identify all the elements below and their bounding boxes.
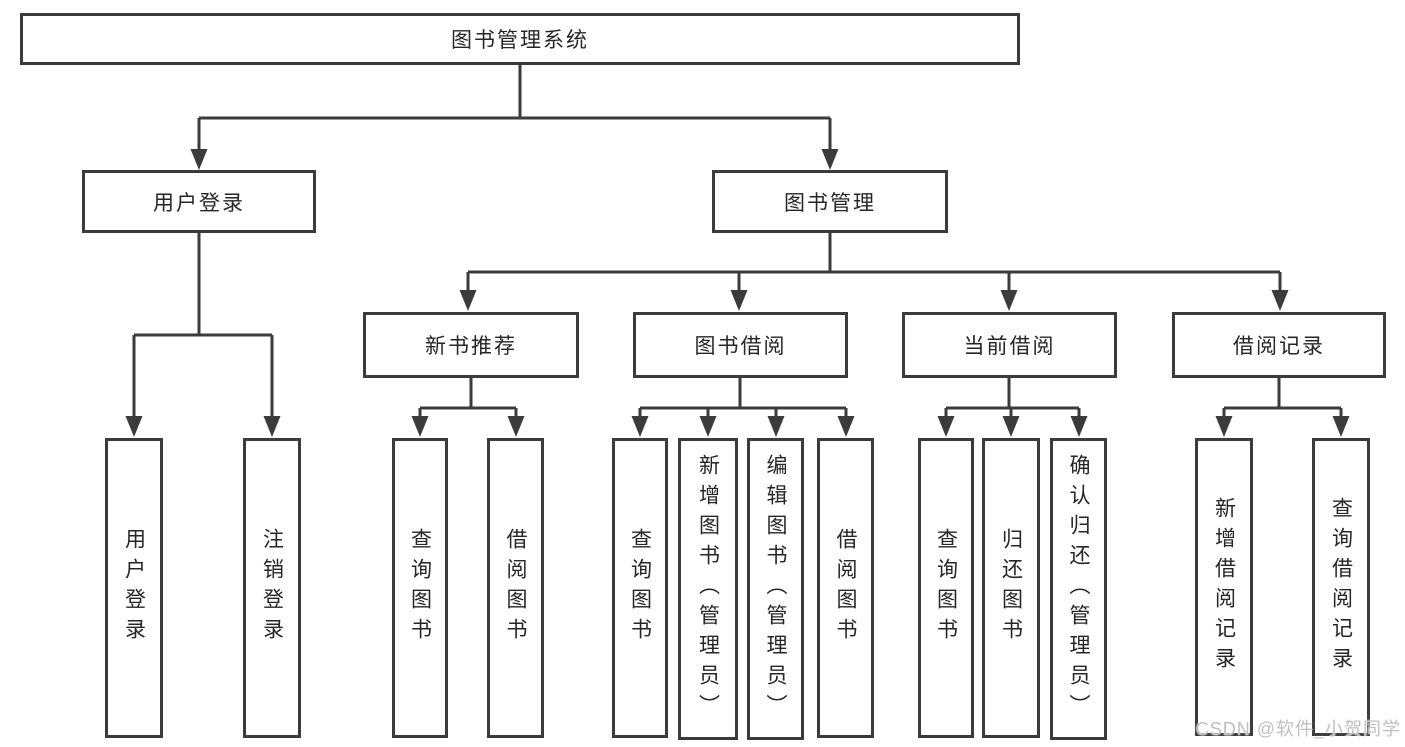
node-leaf-user-login: 用户登录 <box>105 438 163 738</box>
node-new-book-recommend: 新书推荐 <box>363 312 579 378</box>
node-leaf-query-book-3: 查询图书 <box>918 438 974 738</box>
node-leaf-borrow-book-2: 借阅图书 <box>817 438 874 738</box>
node-book-management: 图书管理 <box>712 170 948 233</box>
node-leaf-add-borrow-record: 新增借阅记录 <box>1195 438 1253 736</box>
node-label: 图书管理 <box>784 191 876 215</box>
node-library-system: 图书管理系统 <box>20 13 1020 65</box>
node-label: 查询图书 <box>934 528 958 648</box>
node-label: 图书借阅 <box>694 335 787 358</box>
node-label: 新增图书（管理员） <box>696 454 720 724</box>
node-label: 查询图书 <box>408 528 432 648</box>
node-leaf-confirm-return-admin: 确认归还（管理员） <box>1050 438 1107 740</box>
node-label: 借阅图书 <box>504 528 527 648</box>
node-label: 新增借阅记录 <box>1212 497 1236 677</box>
node-label: 注销登录 <box>260 528 284 648</box>
node-leaf-add-book-admin: 新增图书（管理员） <box>678 438 738 740</box>
csdn-watermark: CSDN @软件_小贺同学 <box>1195 719 1401 739</box>
node-label: 编辑图书（管理员） <box>764 454 787 724</box>
node-label: 借阅记录 <box>1233 335 1325 358</box>
node-label: 查询图书 <box>628 528 652 648</box>
node-book-borrow: 图书借阅 <box>633 312 848 378</box>
node-label: 图书管理系统 <box>451 29 589 52</box>
node-borrow-record: 借阅记录 <box>1172 312 1386 378</box>
node-label: 用户登录 <box>122 528 146 648</box>
node-leaf-query-book-1: 查询图书 <box>392 438 448 738</box>
node-label: 确认归还（管理员） <box>1067 454 1090 724</box>
node-label: 归还图书 <box>999 528 1023 648</box>
node-label: 新书推荐 <box>425 335 517 358</box>
node-label: 借阅图书 <box>834 528 857 648</box>
node-leaf-edit-book-admin: 编辑图书（管理员） <box>747 438 804 740</box>
node-user-login: 用户登录 <box>82 170 316 233</box>
node-leaf-borrow-book-1: 借阅图书 <box>487 438 544 738</box>
node-leaf-query-borrow-record: 查询借阅记录 <box>1312 438 1370 736</box>
node-label: 当前借阅 <box>963 335 1056 358</box>
node-label: 查询借阅记录 <box>1329 497 1353 677</box>
node-leaf-return-book: 归还图书 <box>982 438 1040 738</box>
node-leaf-logout: 注销登录 <box>243 438 301 738</box>
node-current-borrow: 当前借阅 <box>902 312 1117 378</box>
node-label: 用户登录 <box>153 191 245 215</box>
node-leaf-query-book-2: 查询图书 <box>612 438 668 738</box>
